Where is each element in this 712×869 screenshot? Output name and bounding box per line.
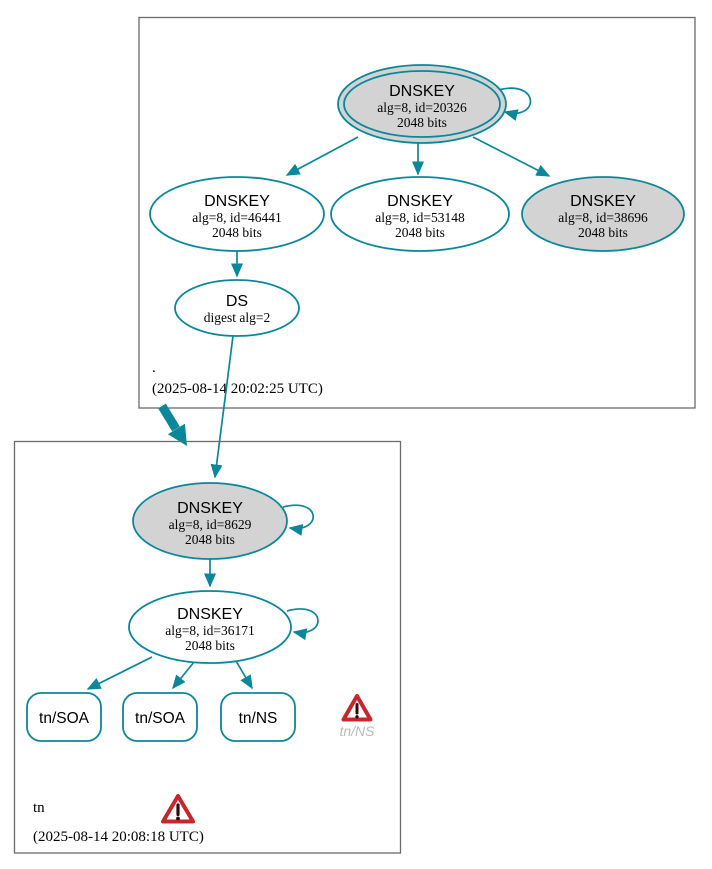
edge-ds-dnskey-8629 [210,335,234,479]
root-zone-label: . [152,360,156,376]
dnskey-46441-bits: 2048 bits [212,225,262,240]
edge-rrsig-36171-ns [235,660,253,690]
dnskey-8629-bits: 2048 bits [185,532,235,547]
dnskey-36171-bits: 2048 bits [185,638,235,653]
warning-exclamation-dot [176,816,180,821]
edge-rrsig-self-8629 [282,504,314,536]
dnskey-53148-ellipse [330,176,510,252]
dnskey-38696-ellipse [521,176,685,252]
dnskey-20326-detail: alg=8, id=20326 [377,100,467,115]
dnskey-20326-inner-ring [343,70,501,138]
dnskey-53148-title: DNSKEY [387,193,453,210]
dnskey-46441-title: DNSKEY [204,193,270,210]
edge-rrsig-self-20326 [497,87,532,121]
dnskey-36171-ellipse [128,590,292,664]
root-zone-cluster: DNSKEY alg=8, id=20326 2048 bits DNSKEY … [138,16,696,409]
warning-exclamation-dot [355,715,359,719]
dnskey-node-38696[interactable]: DNSKEY alg=8, id=38696 2048 bits [521,176,685,252]
warning-rrset-label: tn/NS [339,723,375,739]
dnskey-53148-bits: 2048 bits [395,225,445,240]
edge-rrsig-36171-soa2 [172,661,195,690]
tn-zone-label: tn [33,800,45,816]
edge-rrsig-self-36171 [286,608,319,641]
dnskey-20326-title: DNSKEY [389,83,455,100]
rrset-tn-ns-box [220,692,296,742]
dnskey-8629-title: DNSKEY [177,500,243,517]
rrset-node-tn-ns[interactable]: tn/NS [220,692,296,742]
rrset-tn-soa-1-box [26,692,102,742]
delegation-arrow [158,403,187,446]
rrset-tn-soa-1-label: tn/SOA [39,710,90,727]
dnskey-46441-detail: alg=8, id=46441 [192,210,281,225]
tn-zone-warning-icon[interactable] [161,794,195,824]
dnskey-36171-title: DNSKEY [177,606,243,623]
dnskey-38696-detail: alg=8, id=38696 [558,210,648,225]
rrset-node-tn-soa-2[interactable]: tn/SOA [122,692,198,742]
delegation-arrow-shaft [158,403,180,432]
rrset-node-tn-soa-1[interactable]: tn/SOA [26,692,102,742]
root-zone-box [138,16,696,409]
warning-icon[interactable] [341,694,373,722]
dnskey-node-36171[interactable]: DNSKEY alg=8, id=36171 2048 bits [128,590,292,664]
dnskey-node-53148[interactable]: DNSKEY alg=8, id=53148 2048 bits [330,176,510,252]
dnskey-36171-detail: alg=8, id=36171 [165,623,254,638]
ds-ellipse [174,279,300,337]
tn-zone-cluster: DNSKEY alg=8, id=8629 2048 bits DNSKEY a… [13,440,402,854]
dnskey-node-20326[interactable]: DNSKEY alg=8, id=20326 2048 bits [337,64,507,144]
rrset-warning-tn-ns[interactable]: tn/NS [339,694,375,739]
edge-rrsig-20326-38696 [472,136,551,177]
edge-rrsig-20326-46441 [285,136,359,176]
delegation-arrowhead [167,423,187,446]
root-zone-timestamp: (2025-08-14 20:02:25 UTC) [152,381,323,397]
tn-zone-timestamp: (2025-08-14 20:08:18 UTC) [33,829,204,845]
ds-detail: digest alg=2 [204,310,270,325]
dnskey-8629-detail: alg=8, id=8629 [169,517,252,532]
dnskey-node-46441[interactable]: DNSKEY alg=8, id=46441 2048 bits [149,176,325,252]
dnskey-46441-ellipse [149,176,325,252]
ds-node[interactable]: DS digest alg=2 [174,279,300,337]
dnskey-20326-bits: 2048 bits [397,115,447,130]
dnskey-53148-detail: alg=8, id=53148 [375,210,465,225]
ds-title: DS [226,293,248,310]
edge-rrsig-36171-soa1 [86,656,153,690]
dnskey-node-8629[interactable]: DNSKEY alg=8, id=8629 2048 bits [132,482,288,560]
rrset-tn-soa-2-box [122,692,198,742]
dnskey-38696-bits: 2048 bits [578,225,628,240]
tn-zone-box [13,440,402,854]
rrset-tn-soa-2-label: tn/SOA [135,710,186,727]
dnskey-38696-title: DNSKEY [570,193,636,210]
dnskey-8629-ellipse [132,482,288,560]
rrset-tn-ns-label: tn/NS [239,710,278,727]
